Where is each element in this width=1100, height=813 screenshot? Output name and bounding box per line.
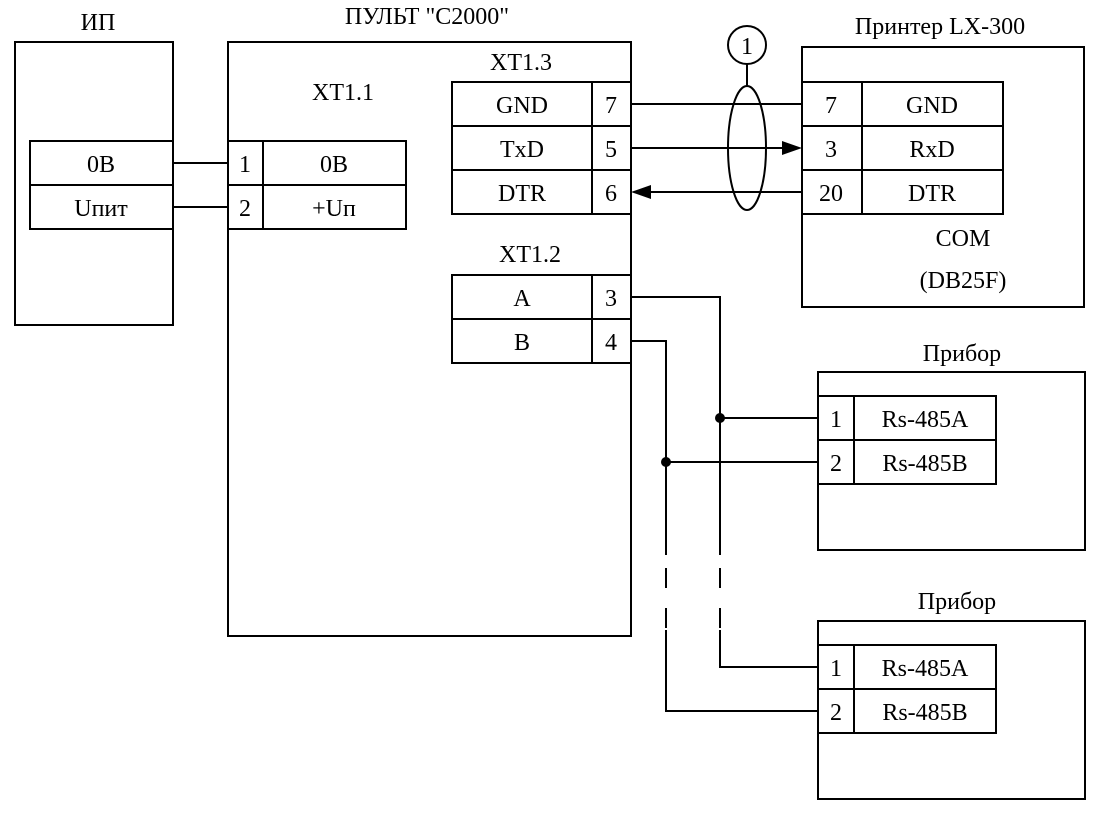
device-2-pin2-num: 2 (830, 700, 842, 726)
printer-pin20-label-cell (861, 169, 1004, 215)
cable-marker-circle (727, 25, 767, 65)
device-1-title: Прибор (923, 341, 1001, 367)
xt12-title: XT1.2 (499, 242, 561, 268)
device-2-pin1-num: 1 (830, 656, 842, 682)
xt13-pin5-num: 5 (605, 137, 617, 163)
wire-dtr-arrowhead (631, 185, 651, 199)
printer-pin3-num: 3 (825, 137, 837, 163)
printer-pin20-label: DTR (908, 181, 956, 207)
cable-marker-number: 1 (741, 34, 753, 60)
xt11-title: XT1.1 (312, 80, 374, 106)
xt11-pin1-label: 0В (320, 152, 348, 178)
wires: 1 (173, 25, 818, 712)
printer: Принтер LX-300 7 GND 3 RxD 20 DTR COM (D… (801, 14, 1085, 308)
control-panel-title: ПУЛЬТ "С2000" (345, 4, 509, 30)
xt13-pin7-label: GND (496, 93, 548, 119)
device-1-pin1-num: 1 (830, 407, 842, 433)
xt12-pin4-label: B (514, 330, 530, 356)
printer-port-line2: (DB25F) (920, 268, 1007, 294)
wire-rs485-b-upper (631, 340, 667, 555)
device-2-pin1-label: Rs-485A (882, 656, 969, 682)
device-2-pin2-label-cell (853, 688, 997, 734)
wire-txd-arrowhead (782, 141, 802, 155)
control-panel: ПУЛЬТ "С2000" XT1.1 1 0В 2 +Uп XT1.3 GND… (227, 4, 632, 637)
wire-rs485-a-upper (631, 296, 721, 555)
xt11-pin2-label: +Uп (312, 196, 356, 222)
xt12-pin3-num: 3 (605, 286, 617, 312)
printer-pin3-label: RxD (909, 137, 954, 163)
control-panel-box (227, 41, 632, 637)
printer-port-line1: COM (936, 226, 991, 252)
power-supply-box (14, 41, 174, 326)
xt13-pin7-num: 7 (605, 93, 617, 119)
wire-rs485-b-lower (665, 630, 818, 712)
device-2: Прибор 1 Rs-485A 2 Rs-485B (817, 589, 1086, 800)
device-1-pin2-label: Rs-485B (882, 451, 967, 477)
xt13-pin6-label: DTR (498, 181, 546, 207)
xt13-title: XT1.3 (490, 50, 552, 76)
device-2-title: Прибор (918, 589, 996, 615)
device-1-pin2-label-cell (853, 439, 997, 485)
junction-rs485-a (715, 413, 725, 423)
printer-pin20-num: 20 (819, 181, 843, 207)
device-1: Прибор 1 Rs-485A 2 Rs-485B (817, 341, 1086, 551)
wire-rs485-a-lower (719, 630, 818, 668)
xt11-pin2-num: 2 (239, 196, 251, 222)
device-1-pin1-label: Rs-485A (882, 407, 969, 433)
power-supply: ИП 0В Uпит (14, 10, 174, 326)
xt11-pin1-num: 1 (239, 152, 251, 178)
xt13-pin6-num: 6 (605, 181, 617, 207)
power-supply-title: ИП (81, 10, 116, 36)
printer-pin7-num: 7 (825, 93, 837, 119)
power-supply-label-upit: Uпит (74, 196, 128, 222)
xt11-pin2-label-cell (262, 184, 407, 230)
xt12-pin4-num: 4 (605, 330, 617, 356)
printer-title: Принтер LX-300 (855, 14, 1025, 40)
device-1-pin2-num: 2 (830, 451, 842, 477)
junction-rs485-b (661, 457, 671, 467)
power-supply-label-0v: 0В (87, 152, 115, 178)
device-2-pin2-label: Rs-485B (882, 700, 967, 726)
xt13-pin5-label: TxD (500, 137, 544, 163)
xt12-pin3-label: A (513, 286, 531, 312)
printer-pin7-label: GND (906, 93, 958, 119)
